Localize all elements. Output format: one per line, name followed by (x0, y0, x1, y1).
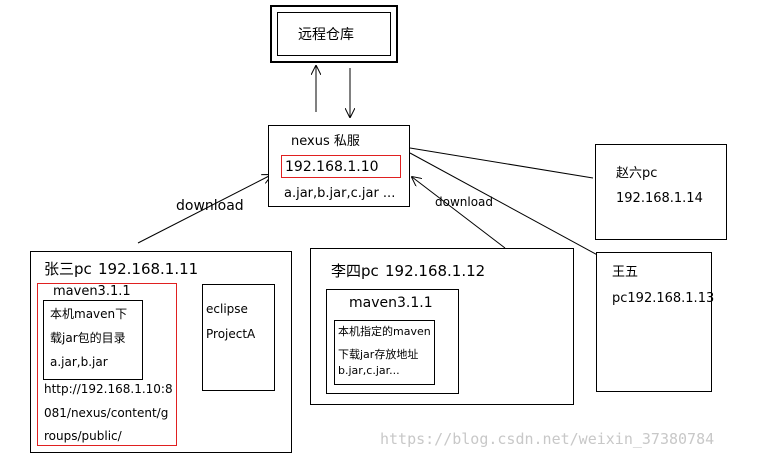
zhangsan-maven-label: maven3.1.1 (53, 284, 131, 299)
lisi-local-dir-box: 本机指定的maven 下载jar存放地址 b.jar,c.jar... (334, 320, 435, 385)
lisi-local-dir-line2: 下载jar存放地址 (338, 348, 419, 361)
zhangsan-url-line2: 081/nexus/content/g (44, 406, 169, 420)
eclipse-label: eclipse (206, 302, 248, 316)
remote-repo-box: 远程仓库 (270, 5, 398, 63)
lisi-maven-box: maven3.1.1 本机指定的maven 下载jar存放地址 b.jar,c.… (326, 289, 459, 394)
nexus-to-zhaoliu-line (409, 147, 594, 179)
project-label: ProjectA (206, 327, 256, 341)
nexus-title: nexus 私服 (291, 134, 360, 149)
nexus-ip-highlight (281, 155, 401, 178)
zhaoliu-ip: 192.168.1.14 (616, 191, 703, 206)
zhangsan-local-files: a.jar,b.jar (50, 355, 108, 369)
lisi-local-dir-line1: 本机指定的maven (338, 325, 431, 338)
watermark: https://blog.csdn.net/weixin_37380784 (380, 430, 715, 448)
remote-repo-label: 远程仓库 (298, 27, 354, 43)
lisi-maven-label: maven3.1.1 (349, 295, 433, 311)
zhaoliu-box: 赵六pc 192.168.1.14 (595, 144, 727, 240)
zhangsan-local-dir-line2: 载jar包的目录 (50, 331, 126, 345)
zhangsan-url-line1: http://192.168.1.10:8 (44, 382, 173, 396)
zhangsan-local-dir-line1: 本机maven下 (50, 307, 128, 321)
download-label-left: download (176, 198, 244, 214)
nexus-ip: 192.168.1.10 (285, 159, 379, 175)
wangwu-name: 王五 (612, 265, 639, 280)
eclipse-box: eclipse ProjectA (202, 284, 275, 391)
zhangsan-download-arrow (137, 175, 271, 244)
nexus-box: nexus 私服 192.168.1.10 a.jar,b.jar,c.jar … (268, 125, 410, 207)
zhangsan-maven-box (37, 283, 177, 446)
zhaoliu-name: 赵六pc (616, 166, 658, 181)
zhangsan-ip: 192.168.1.11 (98, 260, 199, 278)
lisi-local-files: b.jar,c.jar... (338, 364, 400, 377)
download-label-right: download (435, 195, 494, 209)
zhangsan-url-line3: roups/public/ (44, 429, 122, 443)
zhangsan-box: 张三pc 192.168.1.11 maven3.1.1 本机maven下 载j… (30, 251, 292, 453)
zhangsan-title: 张三pc (44, 260, 92, 278)
wangwu-box: 王五 pc192.168.1.13 (596, 252, 715, 392)
nexus-to-wangwu-line (409, 152, 604, 259)
lisi-ip: 192.168.1.12 (385, 262, 486, 280)
wangwu-ip: pc192.168.1.13 (612, 291, 715, 306)
remote-repo-inner-box: 远程仓库 (277, 12, 391, 56)
lisi-title: 李四pc (331, 262, 379, 280)
lisi-box: 李四pc 192.168.1.12 maven3.1.1 本机指定的maven … (310, 248, 574, 405)
zhangsan-local-dir-box: 本机maven下 载jar包的目录 a.jar,b.jar (43, 300, 143, 380)
nexus-files: a.jar,b.jar,c.jar ... (284, 186, 396, 201)
lisi-download-arrow (412, 177, 506, 249)
